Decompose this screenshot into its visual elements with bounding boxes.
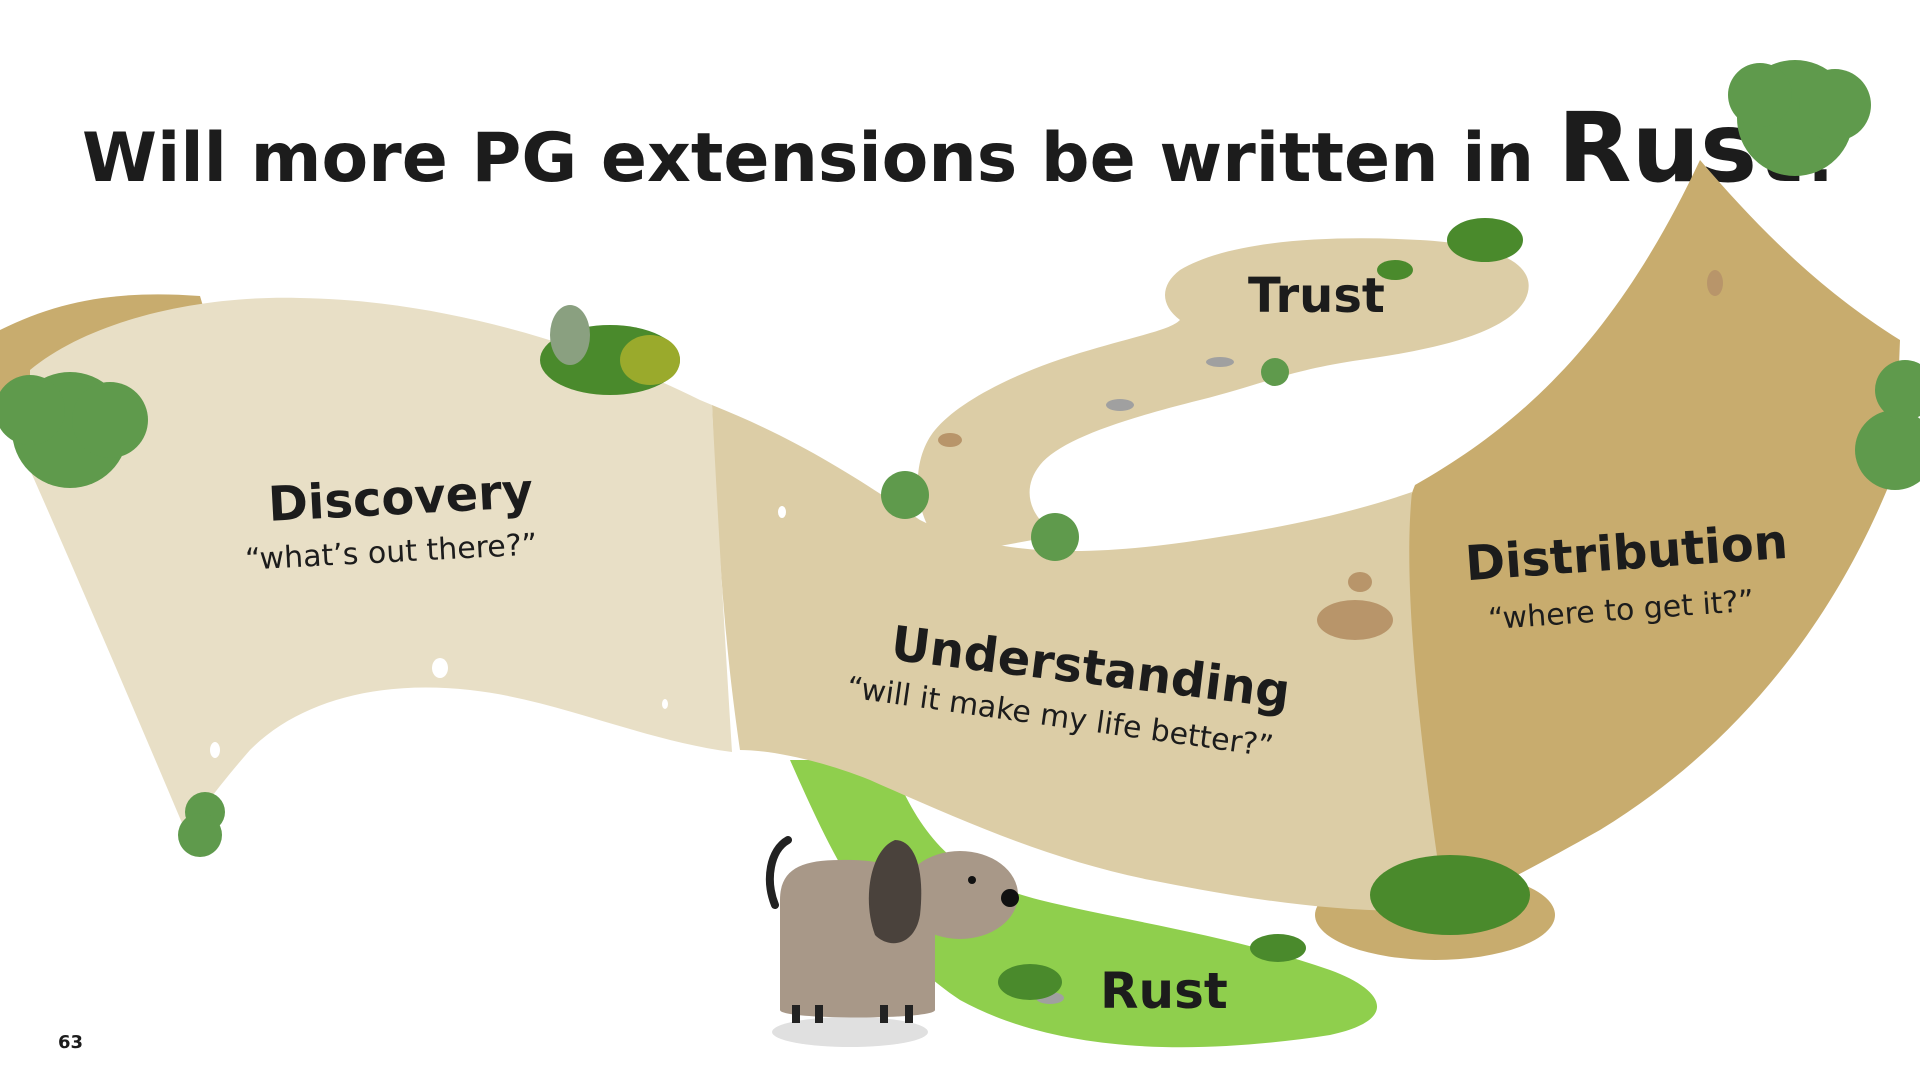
title-prefix: Will more PG extensions be written in — [82, 119, 1534, 198]
bush-icon — [1728, 60, 1871, 176]
understanding-path — [712, 405, 1445, 911]
grass-icon — [1377, 260, 1413, 280]
page-number: 63 — [58, 1032, 84, 1053]
branch-rust-label: Rust — [1100, 962, 1228, 1020]
trust-path — [917, 238, 1529, 555]
grass-icon — [1447, 218, 1523, 262]
path-stones — [1036, 357, 1234, 1004]
grass-icon — [998, 964, 1062, 1000]
grass-icon — [1370, 855, 1530, 935]
grass-icon — [1250, 934, 1306, 962]
bush-icon — [178, 792, 225, 857]
bush-icon — [1855, 360, 1920, 490]
dog-icon — [765, 836, 1019, 1047]
bush-icon — [1031, 513, 1079, 561]
rust-branch-path — [790, 760, 1378, 1048]
bush-icon — [1261, 358, 1289, 386]
path-holes — [210, 506, 786, 758]
grass-icon — [540, 305, 680, 395]
bush-icon — [881, 471, 929, 519]
distribution-path — [1402, 160, 1900, 910]
discovery-path — [30, 297, 732, 831]
stage-trust-label: Trust — [1248, 268, 1385, 324]
path-pebbles — [938, 270, 1723, 640]
bush-icon — [0, 372, 148, 488]
